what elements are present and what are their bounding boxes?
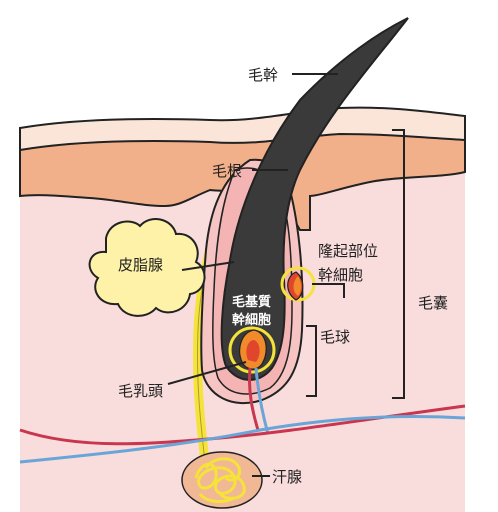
- papilla-artery: [248, 367, 260, 431]
- sweat-gland-capsule: [181, 451, 263, 509]
- hair-follicle-bracket: [392, 129, 405, 399]
- sweat-gland-coil: [194, 457, 246, 503]
- label-hair-follicle: 毛囊: [418, 294, 448, 312]
- matrix-stem-cell-marker: [228, 326, 276, 374]
- label-bulge-line1: 隆起部位: [318, 242, 378, 260]
- label-hair-root: 毛根: [212, 162, 242, 180]
- vein: [19, 415, 466, 464]
- label-bulge-line2: 幹細胞: [318, 266, 363, 284]
- label-sebaceous-gland: 皮脂腺: [118, 256, 163, 274]
- label-matrix-line2: 幹細胞: [232, 312, 271, 328]
- label-matrix-line1: 毛基質: [232, 294, 271, 310]
- label-dermal-papilla: 毛乳頭: [118, 382, 163, 400]
- hair-bulb-bracket: [306, 325, 317, 397]
- label-hair-shaft: 毛幹: [248, 66, 278, 84]
- hair-shaft: [220, 17, 409, 381]
- label-sweat-gland: 汗腺: [272, 468, 302, 486]
- sebaceous-gland: [88, 218, 206, 317]
- label-hair-bulb: 毛球: [320, 328, 350, 346]
